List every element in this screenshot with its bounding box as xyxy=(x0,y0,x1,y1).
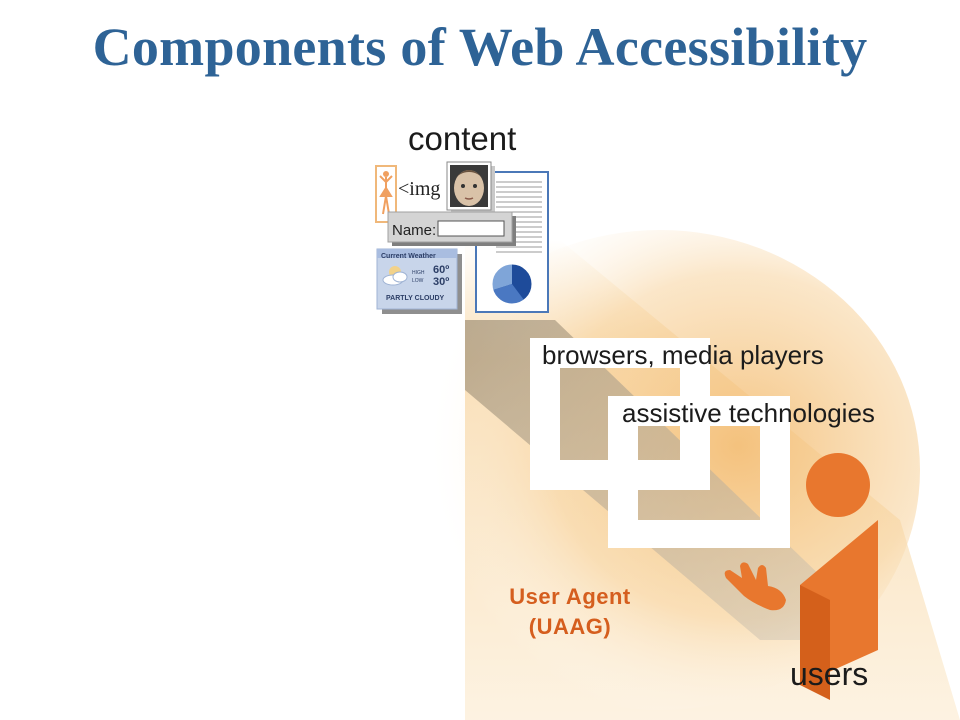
ballerina-icon xyxy=(375,165,397,223)
content-label: content xyxy=(408,120,517,157)
user-agent-label: User Agent (UAAG) xyxy=(470,582,670,642)
assistive-frame xyxy=(608,396,790,548)
browsers-frame xyxy=(530,338,710,490)
weather-condition: PARTLY CLOUDY xyxy=(386,295,445,302)
weather-high-label: HIGH xyxy=(412,270,425,276)
weather-widget xyxy=(376,248,462,314)
users-label: users xyxy=(790,656,869,692)
weather-low-label: LOW xyxy=(412,278,424,284)
weather-cloud-icon xyxy=(382,266,408,286)
user-figure-icon xyxy=(800,453,878,700)
browsers-label: browsers, media players xyxy=(542,340,824,370)
hand-icon xyxy=(724,562,786,611)
user-agent-line1: User Agent xyxy=(509,584,631,609)
weather-title: Current Weather xyxy=(381,253,436,260)
user-agent-line2: (UAAG) xyxy=(528,614,612,639)
name-field-label: Name: xyxy=(392,222,437,239)
page-title: Components of Web Accessibility xyxy=(92,17,868,77)
weather-low-value: 30º xyxy=(433,276,450,288)
weather-high-value: 60º xyxy=(433,264,450,276)
pie-chart-icon xyxy=(491,263,533,305)
child-photo xyxy=(446,161,495,214)
assistive-tech-label: assistive technologies xyxy=(622,398,875,428)
img-tag-text: <img xyxy=(398,178,441,200)
name-field-panel xyxy=(387,211,516,246)
